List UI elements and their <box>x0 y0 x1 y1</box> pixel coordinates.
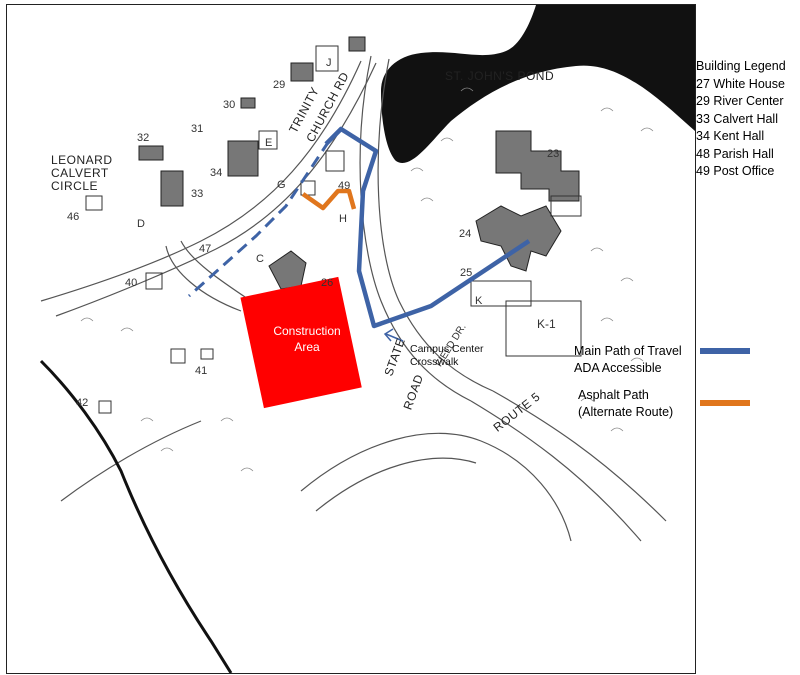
building-41: 41 <box>195 365 208 377</box>
building-letter-k: K <box>475 295 483 307</box>
circle-label-3: CIRCLE <box>51 179 99 193</box>
shoreline <box>39 359 233 673</box>
legend-item: 27 White House <box>696 76 785 91</box>
crosswalk-arrow <box>383 328 404 342</box>
building-legend: Building Legend 27 White House 29 River … <box>696 58 800 181</box>
building-46: 46 <box>67 211 80 223</box>
map-drawing <box>39 5 695 673</box>
campus-map: ST. JOHN'S POND LEONARD CALVERT CIRCLE T… <box>6 4 696 674</box>
building-letter-g: G <box>277 179 286 191</box>
legend-item: 49 Post Office <box>696 164 775 178</box>
crosswalk-label: Campus Center Crosswalk <box>410 343 484 369</box>
circle-label-1: LEONARD <box>51 153 113 167</box>
building-letter-c: C <box>256 253 264 265</box>
legend-item: 33 Calvert Hall <box>696 111 778 126</box>
alternate-path-swatch <box>700 400 750 406</box>
tree-marks <box>80 87 654 472</box>
main-path-swatch <box>700 348 750 354</box>
building-24: 24 <box>459 228 472 240</box>
building-49: 49 <box>338 180 351 192</box>
building-23: 23 <box>547 148 560 160</box>
building-25: 25 <box>460 267 473 279</box>
alternate-path-line-2: (Alternate Route) <box>578 405 674 419</box>
construction-area <box>240 276 362 409</box>
building-40: 40 <box>125 277 138 289</box>
asphalt-alternate-path <box>301 188 357 211</box>
buildings <box>138 36 580 290</box>
building-30: 30 <box>223 99 236 111</box>
main-path-line-2: ADA Accessible <box>574 361 662 375</box>
main-path-legend: Main Path of Travel ADA Accessible <box>574 343 682 377</box>
legend-item: 48 Parish Hall <box>696 146 774 161</box>
building-26: 26 <box>321 277 334 289</box>
building-31: 31 <box>191 123 204 135</box>
ada-dashed-path <box>187 140 331 298</box>
building-47: 47 <box>199 243 212 255</box>
crosswalk-line-2: Crosswalk <box>410 356 459 368</box>
outline-buildings <box>85 45 582 414</box>
ada-main-path <box>324 126 531 329</box>
alternate-path-legend: Asphalt Path (Alternate Route) <box>578 387 673 421</box>
roads <box>40 55 667 542</box>
circle-label-2: CALVERT <box>51 166 109 180</box>
pond-label: ST. JOHN'S POND <box>445 69 555 83</box>
alternate-path-line-1: Asphalt Path <box>578 388 649 402</box>
legend-item: 34 Kent Hall <box>696 129 765 143</box>
building-letter-j: J <box>326 57 332 69</box>
building-letter-d: D <box>137 218 145 230</box>
building-letter-k1: K-1 <box>537 317 556 331</box>
legend-title: Building Legend <box>696 59 786 73</box>
construction-line-2: Area <box>294 340 320 354</box>
building-letter-h: H <box>339 213 347 225</box>
building-42: 42 <box>76 397 89 409</box>
building-32: 32 <box>137 132 150 144</box>
building-letter-e: E <box>265 137 273 149</box>
main-path-line-1: Main Path of Travel <box>574 344 682 358</box>
building-29: 29 <box>273 79 286 91</box>
construction-area-label: Construction Area <box>257 323 357 355</box>
building-33: 33 <box>191 188 204 200</box>
legend-item: 29 River Center <box>696 94 784 108</box>
crosswalk-line-1: Campus Center <box>410 343 484 355</box>
construction-line-1: Construction <box>273 324 341 338</box>
building-34: 34 <box>210 167 223 179</box>
st-johns-pond <box>381 5 695 163</box>
